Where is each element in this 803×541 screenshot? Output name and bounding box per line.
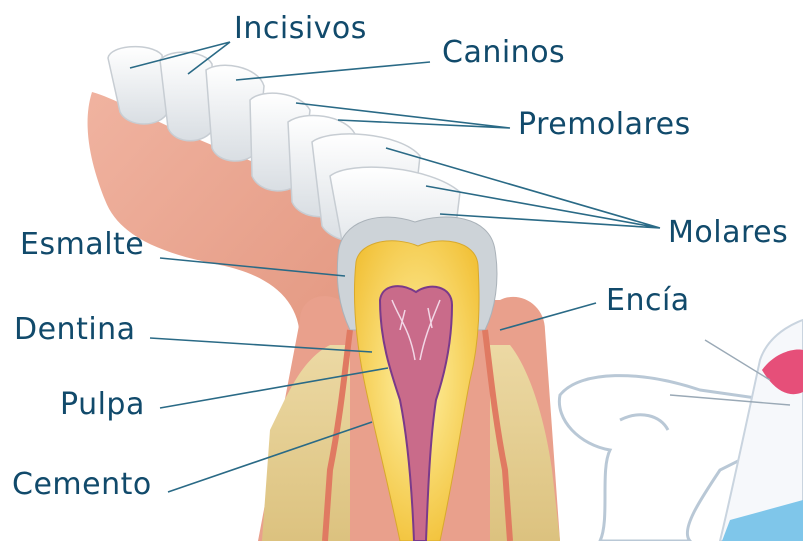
label-premolares: Premolares <box>518 110 691 140</box>
incisor-tooth-2 <box>160 52 214 141</box>
label-dentina: Dentina <box>14 315 136 345</box>
label-cemento: Cemento <box>12 470 152 500</box>
label-esmalte: Esmalte <box>20 230 144 260</box>
label-pulpa: Pulpa <box>60 390 145 420</box>
label-caninos: Caninos <box>442 38 565 68</box>
label-molares: Molares <box>668 218 788 248</box>
label-incisivos: Incisivos <box>234 14 367 44</box>
label-encia: Encía <box>606 286 690 316</box>
leader-caninos <box>236 62 430 80</box>
